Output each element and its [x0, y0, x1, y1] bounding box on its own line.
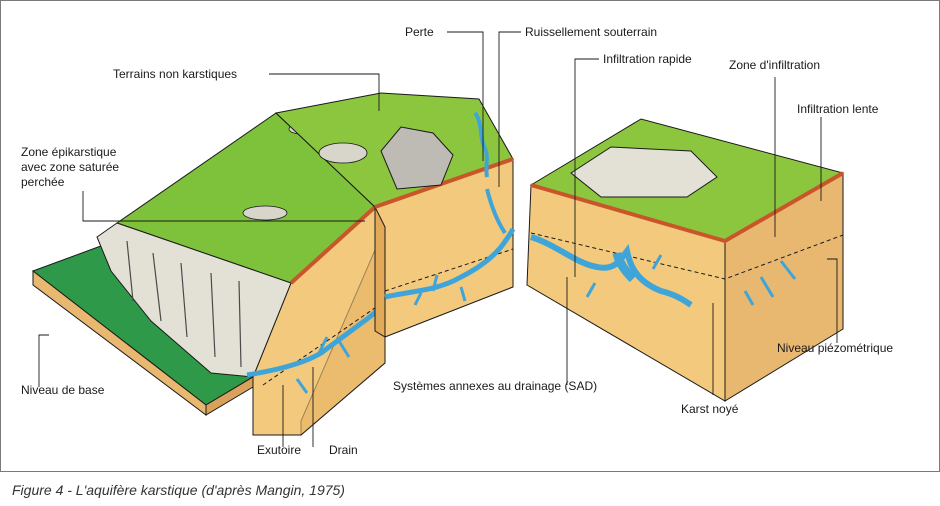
left-block — [96, 112, 388, 437]
label-zone-infiltration: Zone d'infiltration — [729, 58, 821, 72]
label-niveau-de-base: Niveau de base — [21, 383, 105, 397]
label-zone-epikarstique-line2: avec zone saturée — [21, 160, 120, 174]
right-block — [526, 118, 845, 402]
label-sad: Systèmes annexes au drainage (SAD) — [393, 379, 598, 393]
label-karst-noye: Karst noyé — [681, 402, 739, 416]
label-ruissellement-souterrain: Ruissellement souterrain — [525, 25, 658, 39]
label-terrains-non-karstiques: Terrains non karstiques — [113, 67, 238, 81]
label-exutoire: Exutoire — [257, 443, 302, 457]
leader-lines — [38, 31, 838, 447]
label-infiltration-rapide: Infiltration rapide — [603, 52, 692, 66]
karst-aquifer-diagram — [31, 31, 845, 447]
label-zone-epikarstique-line1: Zone épikarstique — [21, 145, 117, 159]
label-drain: Drain — [329, 443, 358, 457]
middle-block — [274, 92, 516, 338]
label-zone-epikarstique-line3: perchée — [21, 175, 65, 189]
figure-caption: Figure 4 - L'aquifère karstique (d'après… — [12, 482, 345, 498]
label-niveau-piezometrique: Niveau piézométrique — [777, 341, 894, 355]
figure-frame: Perte Ruissellement souterrain Infiltrat… — [0, 0, 940, 472]
base-plain — [31, 242, 254, 417]
label-perte: Perte — [405, 25, 434, 39]
label-infiltration-lente: Infiltration lente — [797, 102, 879, 116]
